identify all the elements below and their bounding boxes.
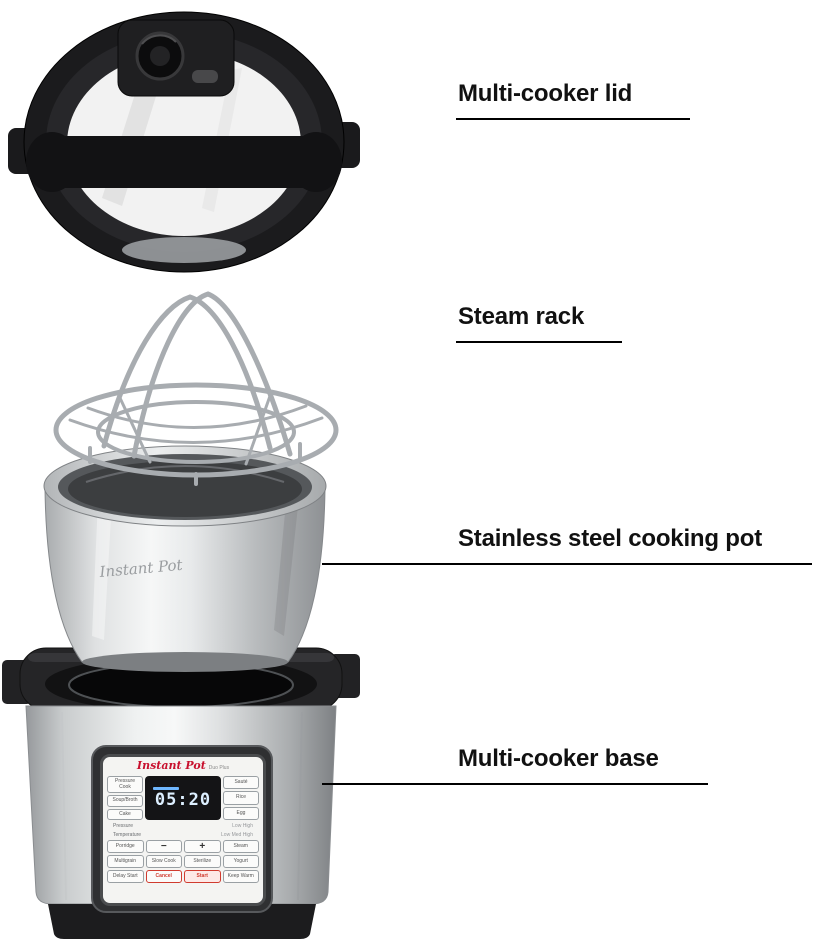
pressure-level-indicator: [153, 787, 179, 790]
pressure-levels: Low High: [232, 822, 253, 829]
label-cooking-pot: Stainless steel cooking pot: [458, 525, 763, 552]
lid-handle-bar: [36, 136, 332, 188]
panel-model-label: Duo Plus: [208, 765, 230, 771]
program-row: Multigrain Slow Cook Sterilize Yogurt: [107, 855, 259, 868]
leader-line-steam-rack: [456, 341, 622, 343]
lid-illustration: [8, 11, 360, 273]
temperature-levels: Low Med High: [221, 831, 253, 838]
porridge-button: Porridge: [107, 840, 144, 853]
label-steam-rack: Steam rack: [458, 303, 585, 330]
cancel-button: Cancel: [145, 870, 182, 883]
label-multi-cooker-lid: Multi-cooker lid: [458, 80, 633, 107]
minus-button: −: [145, 840, 182, 853]
yogurt-button: Yogurt: [222, 855, 259, 868]
rack-handle-wire: [101, 294, 273, 451]
rack-feet: [88, 442, 302, 486]
panel-right-buttons: Sauté Rice Egg: [223, 776, 259, 820]
control-panel: Instant Pot Duo Plus Pressure Cook Soup/…: [100, 754, 266, 906]
delay-start-button: Delay Start: [107, 870, 144, 883]
leader-line-cooking-pot: [322, 563, 812, 565]
leader-line-lid: [456, 118, 690, 120]
saute-button: Sauté: [223, 776, 259, 790]
steam-button: Steam: [222, 840, 259, 853]
egg-button: Egg: [223, 806, 259, 820]
keep-warm-button: Keep Warm: [222, 870, 259, 883]
adjust-row: Porridge − + Steam: [107, 840, 259, 853]
led-display: 05:20: [145, 776, 221, 820]
lid-seal-ring: [122, 237, 246, 263]
pot-bottom-edge: [82, 652, 288, 672]
panel-brand-logo: Instant Pot: [136, 759, 206, 772]
rice-button: Rice: [223, 791, 259, 805]
soup-broth-button: Soup/Broth: [107, 795, 143, 807]
multigrain-button: Multigrain: [107, 855, 144, 868]
steam-rack-illustration: [53, 291, 339, 486]
pot-illustration: Instant Pot: [43, 445, 327, 672]
leader-line-base: [322, 783, 708, 785]
rack-inner-ring: [96, 400, 296, 464]
cake-button: Cake: [107, 808, 143, 820]
float-valve: [192, 70, 218, 83]
sterilize-button: Sterilize: [184, 855, 221, 868]
pressure-indicator-row: Pressure Low High: [107, 822, 259, 829]
panel-main-row: Pressure Cook Soup/Broth Cake 05:20 Saut…: [107, 776, 259, 820]
panel-left-buttons: Pressure Cook Soup/Broth Cake: [107, 776, 143, 820]
rack-handle-wire: [131, 291, 293, 459]
temperature-indicator-row: Temperature Low Med High: [107, 831, 259, 838]
display-time: 05:20: [154, 790, 212, 810]
panel-header: Instant Pot Duo Plus: [107, 760, 259, 774]
start-button: Start: [184, 870, 221, 883]
pressure-indicator-label: Pressure: [113, 822, 134, 829]
bottom-row: Delay Start Cancel Start Keep Warm: [107, 870, 259, 883]
slow-cook-button: Slow Cook: [145, 855, 182, 868]
plus-button: +: [184, 840, 221, 853]
pressure-cook-button: Pressure Cook: [107, 776, 143, 793]
temperature-indicator-label: Temperature: [113, 831, 142, 838]
label-multi-cooker-base: Multi-cooker base: [458, 745, 659, 772]
